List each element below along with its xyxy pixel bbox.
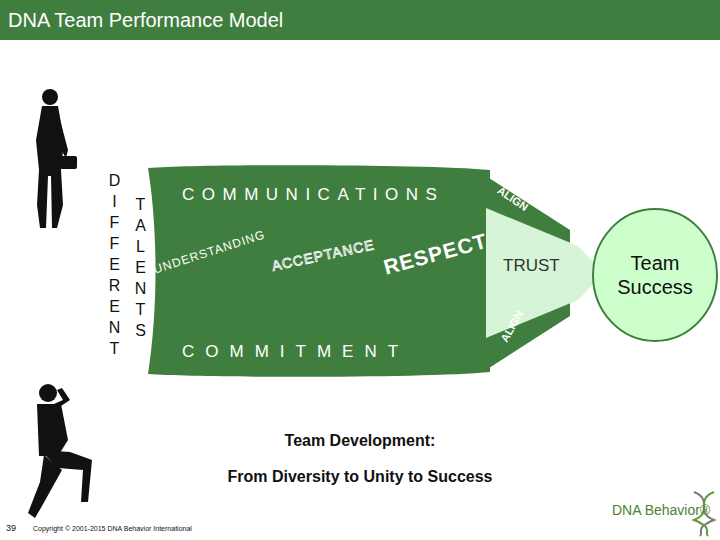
person-arm — [55, 112, 68, 158]
copyright-note: Copyright © 2001-2015 DNA Behavior Inter… — [33, 525, 192, 532]
caption-text: From Diversity to Unity to Success — [110, 468, 610, 486]
value-word: COMMITMENT — [182, 343, 409, 362]
person-arm — [54, 388, 70, 408]
shape-outline — [592, 208, 718, 342]
trust-word: TRUST — [503, 257, 560, 276]
vertical-word: TALENTS — [132, 196, 148, 343]
header-bar: DNA Team Performance Model — [0, 0, 720, 40]
person-head — [42, 89, 58, 105]
circle-shape — [593, 209, 717, 341]
funnel-band: COMMUNICATIONSUNDERSTANDINGACCEPTANCERES… — [148, 160, 490, 382]
slide-title: DNA Team Performance Model — [8, 9, 283, 32]
caption-heading: Team Development: — [160, 432, 560, 450]
band-shape — [486, 208, 604, 338]
sitting-person — [37, 404, 68, 456]
success-text: Team Success — [602, 208, 708, 342]
trust-arrow: ALIGNTRUSTALIGN — [486, 168, 606, 378]
band-shape — [148, 165, 490, 377]
success-circle: Team Success — [592, 208, 718, 342]
page-number: 39 — [6, 523, 16, 533]
briefcase — [60, 156, 77, 169]
person-head — [39, 384, 57, 402]
vertical-word: DIFFERENT — [106, 172, 122, 361]
value-word: COMMUNICATIONS — [182, 186, 444, 205]
company-logo: DNA Behavior® — [612, 502, 710, 518]
person-leg — [28, 455, 62, 518]
